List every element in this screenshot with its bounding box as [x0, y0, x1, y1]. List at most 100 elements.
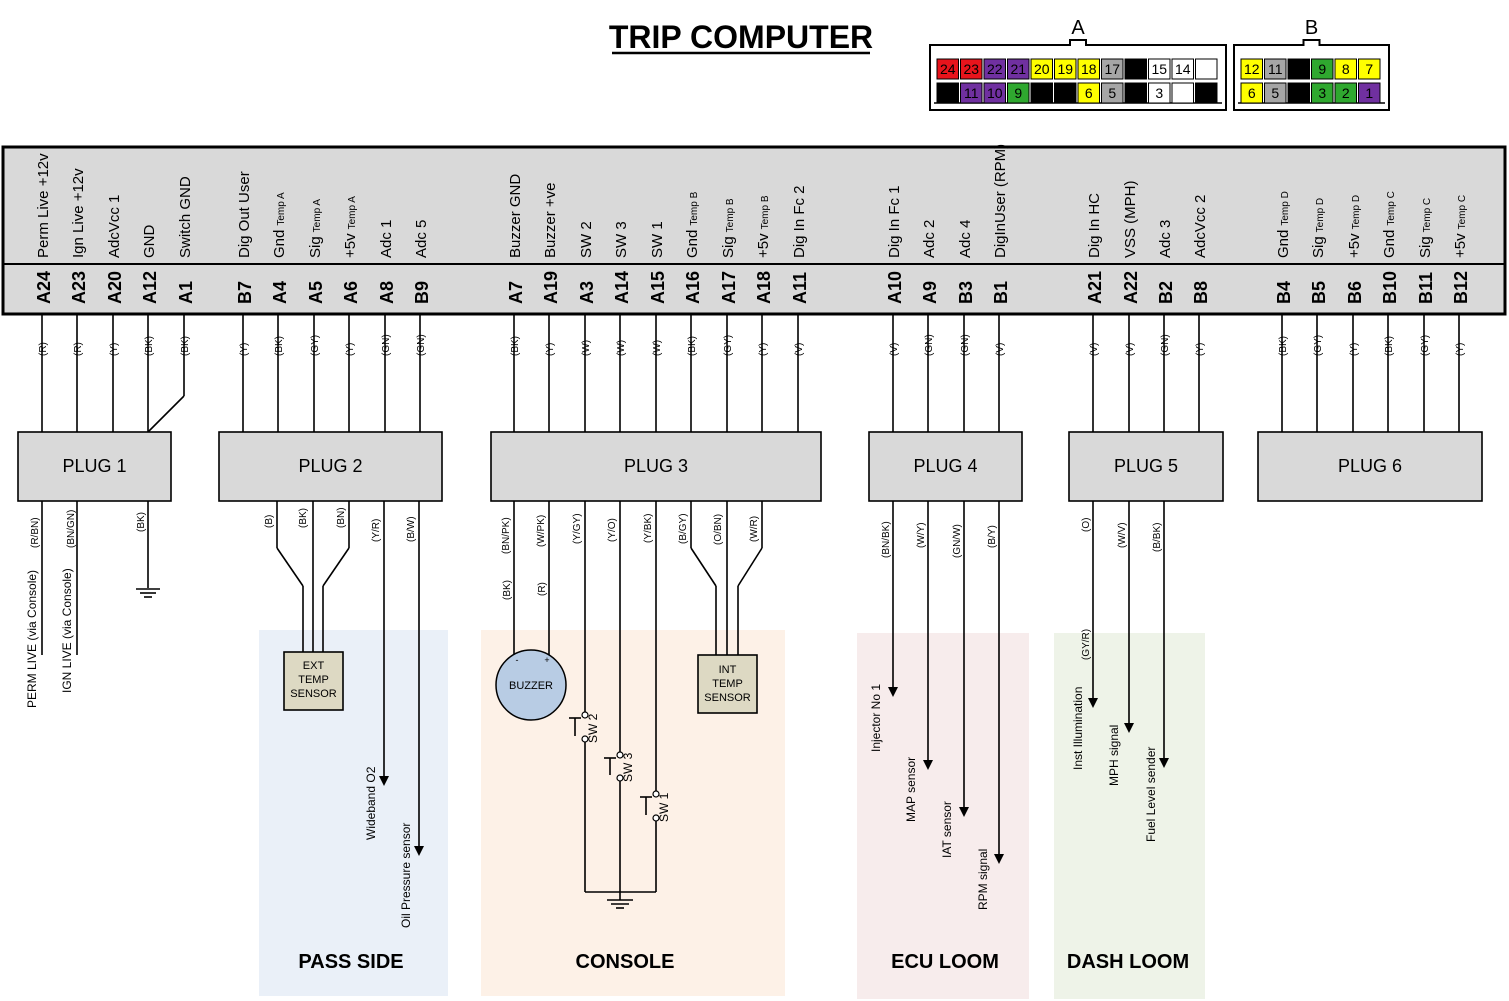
- wire-color-label: (GN): [924, 334, 935, 356]
- connector-cell: [1240, 58, 1263, 80]
- wire-color-label: (R): [73, 342, 84, 356]
- pin-function-label: Adc 4: [957, 220, 974, 258]
- pin-id-label: A21: [1085, 271, 1105, 304]
- wire-color-label: (BK): [502, 580, 513, 600]
- connector-cell: [1264, 82, 1287, 104]
- plug-box: [218, 431, 443, 502]
- dash-arrow: [1124, 723, 1134, 733]
- pin-id-label: A8: [377, 281, 397, 304]
- connector-cell: [1311, 58, 1334, 80]
- connector-cell: [1358, 82, 1381, 104]
- wire-color-label: (GN): [1160, 334, 1171, 356]
- connector-pin-number: 3: [1155, 85, 1163, 101]
- ign-live-label: IGN LIVE (via Console): [60, 568, 74, 693]
- wire-color-label: (W): [616, 340, 627, 356]
- plug-label: PLUG 6: [1338, 456, 1402, 476]
- connector-pin-number: 24: [940, 61, 956, 77]
- wire-color-label: (GY): [1313, 335, 1324, 356]
- pin-id-label: B1: [991, 281, 1011, 304]
- wire-color-label: (BK): [144, 336, 155, 356]
- connector-pin-number: 17: [1104, 61, 1120, 77]
- pin-id-label: B2: [1156, 281, 1176, 304]
- connector-pin-number: 8: [1342, 61, 1350, 77]
- pin-id-label: A9: [920, 281, 940, 304]
- wire-color-label: (Y): [758, 343, 769, 356]
- connector-pin-number: 6: [1085, 85, 1093, 101]
- connector-label: A: [1071, 17, 1085, 39]
- connector-cell: [960, 58, 983, 80]
- pin-function-label: VSS (MPH): [1122, 180, 1139, 258]
- connector-pin-number: 7: [1365, 61, 1373, 77]
- connector-cell: [1240, 82, 1263, 104]
- zone-dash-loom-label: DASH LOOM: [1067, 951, 1189, 973]
- connector-pin-number: 19: [1057, 61, 1073, 77]
- pin-id-label: A3: [577, 281, 597, 304]
- connector-cell: [1148, 82, 1171, 104]
- plug-box: [868, 431, 1023, 502]
- pin-column: +5vTemp DB6(Y): [1345, 195, 1365, 356]
- connector-cell: [1124, 58, 1147, 80]
- ecu-arrow: [959, 807, 969, 817]
- pin-subscript: Temp B: [725, 198, 736, 232]
- pin-function-label: +5vTemp A: [342, 196, 359, 258]
- pin-subscript: Temp D: [1351, 195, 1362, 229]
- ecu-output-label: IAT sensor: [940, 801, 954, 858]
- pin-header-box: [1, 145, 1507, 316]
- connector-cell: [936, 82, 959, 104]
- ecu-arrow: [888, 687, 898, 697]
- wire-color-label: (Y): [1195, 343, 1206, 356]
- pin-id-label: A1: [176, 281, 196, 304]
- wire-color-label: (O): [1081, 518, 1092, 532]
- wire-color-label: (BK): [687, 336, 698, 356]
- ecu-output-label: RPM signal: [976, 849, 990, 910]
- int-temp-sensor: [697, 654, 758, 714]
- connector-cell: [1334, 58, 1357, 80]
- wire-switch-gnd: [147, 395, 185, 433]
- wire: [322, 547, 350, 587]
- wire-color-label: (BN/GN): [66, 510, 77, 548]
- connector-cell: [1101, 82, 1124, 104]
- connector-pin-number: 14: [1175, 61, 1191, 77]
- connector-cell: [1264, 58, 1287, 80]
- connector-cell: [983, 58, 1006, 80]
- wire-color-label: (O/BN): [713, 514, 724, 545]
- connector-cell: [1287, 82, 1310, 104]
- pin-function-label: SigTemp A: [307, 199, 324, 258]
- connector-cell: [1077, 58, 1100, 80]
- wire-color-label: (BK): [1384, 336, 1395, 356]
- pin-function-label: Switch GND: [177, 176, 194, 258]
- page-title: TRIP COMPUTER: [609, 19, 873, 55]
- connector-pin-number: 22: [987, 61, 1003, 77]
- pin-function-label: Adc 1: [378, 220, 395, 258]
- int-temp-sensor-label: TEMP: [712, 678, 743, 690]
- wire-color-label: (GN): [960, 334, 971, 356]
- switch-label: SW 3: [621, 752, 635, 782]
- int-temp-sensor-label: SENSOR: [704, 692, 751, 704]
- connector-cell: [1148, 58, 1171, 80]
- connector-pin-number: 5: [1271, 85, 1279, 101]
- pin-function-label: Buzzer GND: [507, 174, 524, 258]
- pin-id-label: B8: [1191, 281, 1211, 304]
- pin-function-label: SigTemp C: [1417, 198, 1434, 258]
- pin-function-label: Adc 2: [921, 220, 938, 258]
- pin-function-label: SW 1: [649, 221, 666, 258]
- pin-id-label: B5: [1309, 281, 1329, 304]
- connector-pin-number: 11: [964, 85, 979, 101]
- pin-function-label: GndTemp A: [271, 192, 288, 258]
- pin-function-label: GndTemp B: [684, 191, 701, 258]
- connector-cell: [1030, 58, 1053, 80]
- wire-color-label: (B/GY): [678, 513, 689, 544]
- pin-function-label: Dig In Fc 2: [791, 185, 808, 258]
- wire-color-label: (BN/PK): [501, 517, 512, 554]
